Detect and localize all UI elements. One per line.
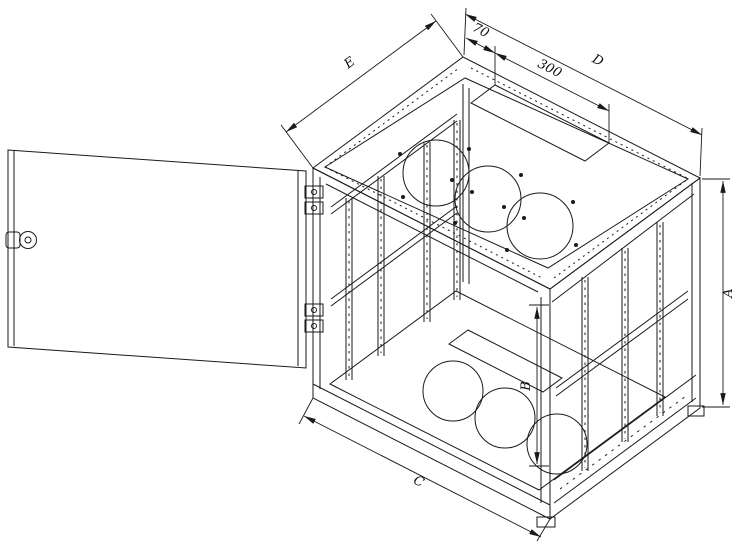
fan-cutout-3 xyxy=(502,192,578,260)
hinge-top-icon xyxy=(304,185,324,215)
dimension-E: E xyxy=(280,13,464,169)
dimension-300: 300 xyxy=(494,52,610,143)
top-face-outline xyxy=(312,56,701,290)
vent-grille-bottom xyxy=(559,395,687,490)
vent-strip-back-right xyxy=(470,67,688,179)
door-panel xyxy=(7,149,307,369)
dim-label-D: D xyxy=(589,51,607,70)
dimension-D: D xyxy=(463,7,703,177)
floor-fan-cutout-2 xyxy=(474,387,536,449)
rack-rail-right-1 xyxy=(581,277,589,471)
dim-label-A: A xyxy=(721,288,736,298)
dim-label-300: 300 xyxy=(535,57,564,82)
vent-strip-front-right xyxy=(553,178,689,279)
vent-strip-back-left xyxy=(324,67,460,168)
door-open xyxy=(5,149,324,369)
side-rail-right xyxy=(555,290,689,397)
rack-rail-right-3 xyxy=(656,222,664,416)
rack-rail-left-4 xyxy=(453,120,461,300)
foot-rear xyxy=(687,405,705,417)
cabinet-right-face xyxy=(549,177,701,520)
rack-rail-left-2 xyxy=(377,176,385,356)
rack-rail-left-3 xyxy=(423,142,431,322)
dimension-70: 70 xyxy=(465,20,496,85)
side-rail-left-top xyxy=(330,113,458,215)
rack-rail-right-2 xyxy=(621,248,629,442)
side-rail-left-mid xyxy=(330,205,458,307)
floor-fan-cutout-3 xyxy=(526,413,588,475)
lock-icon xyxy=(5,231,37,249)
dim-label-70: 70 xyxy=(470,20,492,41)
lock-keyhole xyxy=(24,236,32,244)
right-face-outline xyxy=(549,177,701,520)
rack-rail-left-1 xyxy=(345,198,353,380)
hinge-bottom-icon xyxy=(304,303,324,333)
cabinet-top-face xyxy=(312,56,701,290)
vent-strip-front-left xyxy=(324,166,545,280)
floor-cable-cutout xyxy=(448,329,563,393)
cabinet-interior xyxy=(329,84,666,491)
dim-label-C: C xyxy=(411,473,427,491)
dimension-C: C xyxy=(298,397,551,542)
interior-floor xyxy=(329,290,666,491)
floor-fan-cutout-1 xyxy=(422,360,484,422)
dim-label-E: E xyxy=(341,54,359,73)
dimensions: E D 70 300 A B xyxy=(280,7,736,542)
dimension-A: A xyxy=(702,178,736,408)
lock-barrel xyxy=(19,231,37,249)
fan-cutout-2 xyxy=(450,165,526,233)
cabinet-drawing xyxy=(5,56,705,528)
dim-label-B: B xyxy=(519,381,534,392)
